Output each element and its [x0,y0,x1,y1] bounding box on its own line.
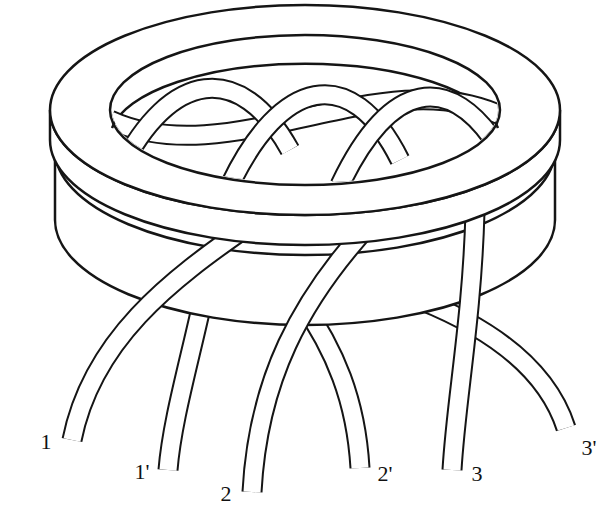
upper-ring-top [50,5,560,215]
front-strips [72,212,475,492]
callout-number: 1 [41,431,52,453]
strip-fill [72,225,250,440]
callout-number: 1' [135,461,150,483]
strip-fill [340,97,500,185]
strip-fill [252,222,372,492]
inner-strips [110,88,500,185]
callout-number: 3 [472,463,483,485]
strip-fill [420,300,566,428]
callout-number: 3' [582,437,597,459]
strip-outline [72,225,250,440]
strip-fill [168,290,205,470]
callout-number: 2 [221,483,232,505]
strip-outline [168,290,205,470]
strip-outline [452,212,475,470]
strip-outline [340,97,500,185]
strip-outline [252,222,372,492]
callout-number: 2' [378,463,393,485]
ring-hole [110,35,500,185]
strip-outline [420,300,566,428]
strip-fill [452,212,475,470]
